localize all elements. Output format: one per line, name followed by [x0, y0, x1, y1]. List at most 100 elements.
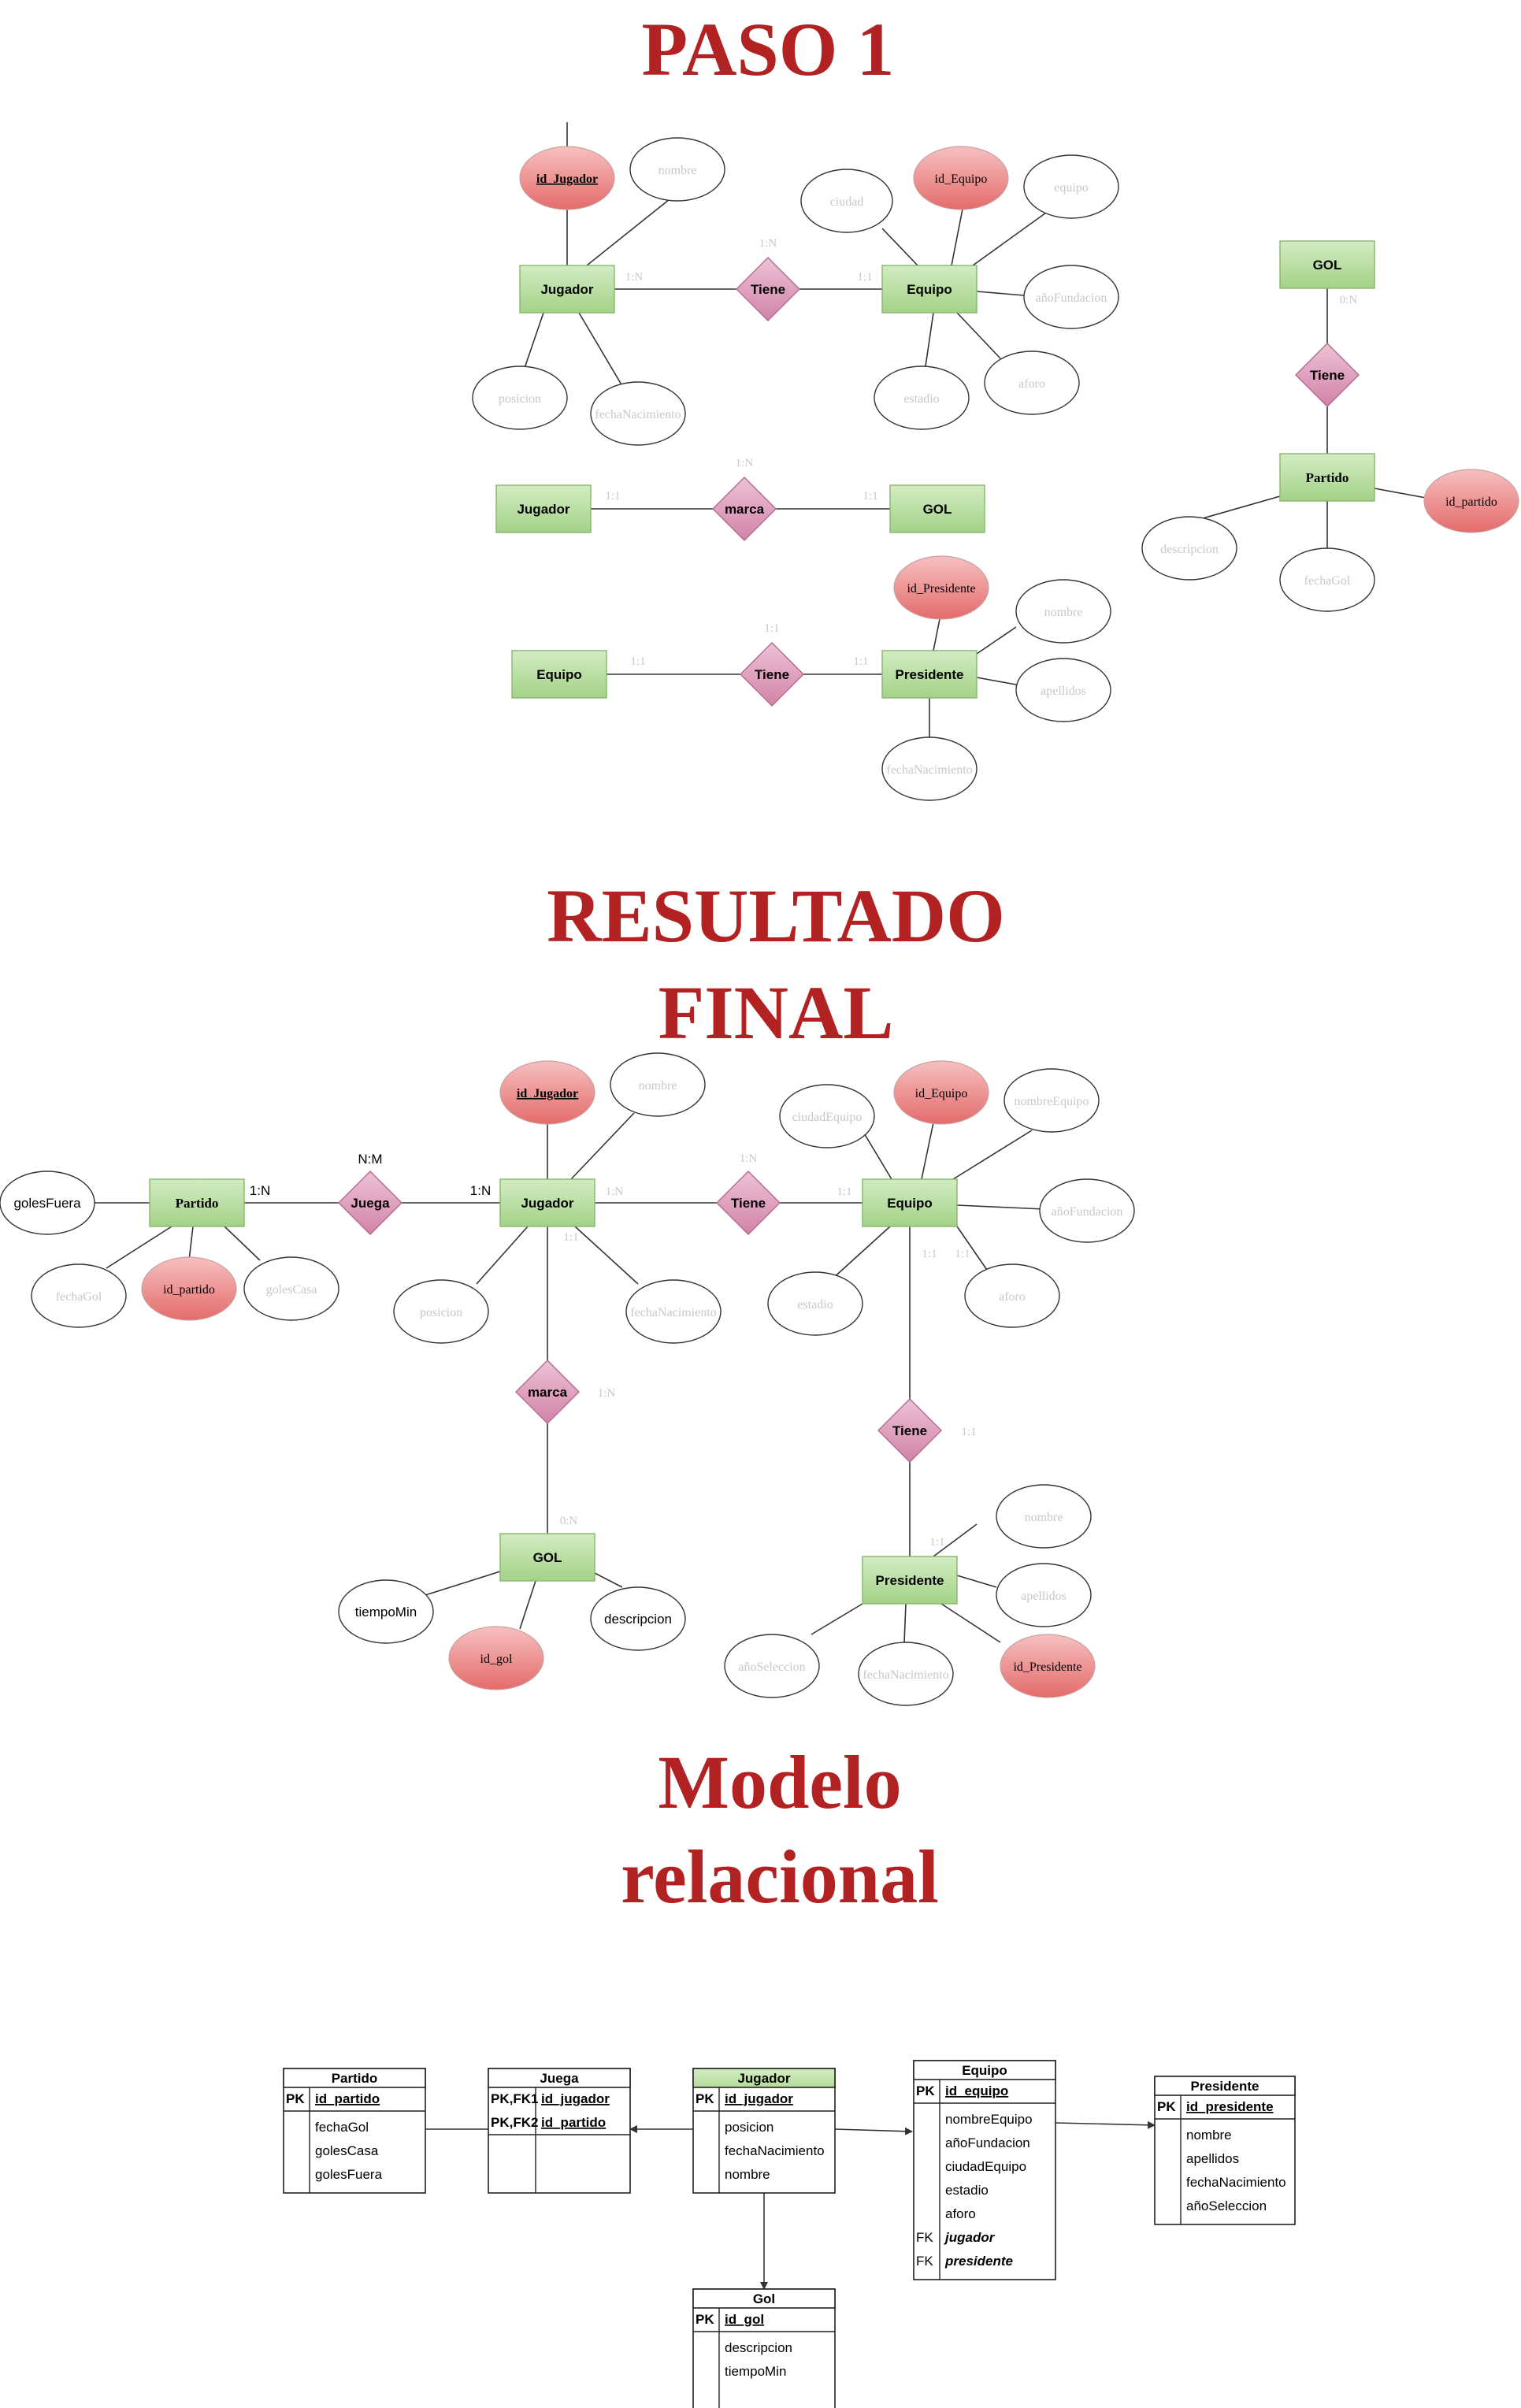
attr-nombre-pres [1015, 579, 1111, 644]
card-jugador-tiene-final: 1:N [606, 1185, 624, 1198]
attr-fecha-gol-label: fechaGol [1304, 574, 1351, 588]
attr-fecha-nac-pres-label: fechaNacimiento [886, 763, 972, 777]
card-juega-jugador: 1:N [470, 1183, 491, 1198]
card-tiene-top: 1:N [759, 237, 777, 250]
attr-posicion-final [393, 1279, 489, 1344]
card-equipo-tiene: 1:1 [630, 655, 645, 668]
table-key-label: PK [916, 2083, 935, 2098]
attr-id-equipo-label: id_Equipo [935, 173, 988, 186]
attr-tiempo-min [338, 1579, 434, 1644]
rel-tiene-final-label: Tiene [731, 1196, 766, 1211]
card-pres-top: 1:1 [929, 1536, 944, 1549]
card-partido-juega: 1:N [250, 1183, 270, 1198]
attr-id-presidente-final-label: id_Presidente [1013, 1660, 1081, 1674]
table-field: fechaNacimiento [1186, 2175, 1286, 2190]
card-tiene-equipo: 1:1 [857, 271, 872, 284]
entity-equipo-final [862, 1178, 958, 1227]
table-title: Jugador [737, 2071, 790, 2086]
table-field: id_presidente [1186, 2099, 1274, 2114]
table-field: id_partido [541, 2115, 606, 2130]
card-marca-final: 1:N [598, 1387, 616, 1400]
table-field: id_jugador [725, 2091, 793, 2106]
entity-gol-2-label: GOL [1313, 258, 1342, 273]
attr-fecha-gol-final [31, 1263, 127, 1328]
card-marca-gol: 1:1 [863, 490, 877, 503]
rel-tiene-final [716, 1171, 781, 1235]
attr-nombre-pres-final [996, 1484, 1092, 1549]
table-key-label: PK [696, 2312, 714, 2327]
rel-tiene-label: Tiene [751, 282, 785, 297]
attr-id-equipo [913, 146, 1009, 210]
attr-id-presidente-final [1000, 1634, 1096, 1698]
attr-ano-seleccion-label: añoSeleccion [738, 1660, 805, 1674]
table-title: Partido [332, 2071, 378, 2086]
paso1-equipo-presidente: Equipo 1:1 Tiene 1:1 1:1 Presidente id_P… [511, 555, 1111, 801]
attr-nombre-equipo-label: nombreEquipo [1014, 1095, 1089, 1108]
table-field: golesFuera [315, 2167, 383, 2182]
table-header [692, 2068, 836, 2088]
attr-fecha-gol-final-label: fechaGol [56, 1290, 102, 1304]
rel-marca-final-label: marca [528, 1385, 568, 1400]
table-field: añoSeleccion [1186, 2198, 1267, 2213]
attr-id-gol [448, 1626, 544, 1690]
table-frame [913, 2060, 1056, 2280]
entity-presidente-final-label: Presidente [876, 1573, 944, 1588]
entity-jugador-final [499, 1178, 595, 1227]
attr-ano-fundacion-label: añoFundacion [1036, 291, 1107, 305]
resultado-final-diagram: golesFuera Partido fechaGol id_partido g… [0, 1052, 1135, 1706]
entity-jugador-2-label: Jugador [517, 502, 569, 517]
attr-apellidos-label: apellidos [1041, 685, 1086, 698]
attr-fecha-nacimiento [590, 381, 686, 446]
card-tiene-final-top: 1:N [740, 1152, 758, 1165]
table-field: fechaGol [315, 2120, 369, 2135]
entity-presidente-label: Presidente [896, 667, 964, 682]
attr-equipo-label: equipo [1054, 181, 1089, 195]
table-field: aforo [945, 2206, 976, 2221]
attr-apellidos-final-label: apellidos [1021, 1590, 1067, 1603]
entity-gol-2 [1279, 240, 1375, 289]
table-field: id_jugador [541, 2091, 610, 2106]
attr-id-jugador [519, 146, 615, 210]
card-gol-tiene: 0:N [1340, 294, 1358, 306]
attr-fecha-nac-final [625, 1279, 722, 1344]
attr-ano-seleccion [724, 1634, 820, 1698]
table-field: añoFundacion [945, 2135, 1030, 2150]
rel-tiene-3-label: Tiene [1310, 368, 1345, 383]
table-key-label: PK [286, 2091, 305, 2106]
attr-nombre-pres-label: nombre [1044, 606, 1083, 619]
rel-tiene [736, 257, 800, 321]
attr-fecha-nac-pres-final [858, 1642, 954, 1706]
connector-jugador-equipo [834, 2127, 913, 2135]
attr-id-partido [1423, 469, 1519, 533]
table-key-label: PK,FK2 [491, 2115, 538, 2130]
attr-id-jugador-final-label: id_Jugador [517, 1087, 578, 1100]
entity-jugador-label: Jugador [540, 282, 593, 297]
attr-equipo [1023, 154, 1119, 219]
attr-estadio-final-label: estadio [797, 1298, 833, 1312]
card-jugador-tiene: 1:N [625, 271, 644, 284]
table-header [283, 2068, 426, 2088]
table-field: golesCasa [315, 2143, 379, 2158]
paso1-jugador-equipo: id_Jugador nombre posicion fechaNacimien… [472, 122, 1119, 446]
attr-id-jugador-final [499, 1060, 595, 1125]
rel-tiene-2-label: Tiene [755, 667, 789, 682]
entity-jugador [519, 265, 615, 314]
table-field: apellidos [1186, 2151, 1239, 2166]
table-title: Juega [540, 2071, 579, 2086]
attr-id-equipo-final-label: id_Equipo [915, 1087, 968, 1100]
entity-presidente-final [862, 1556, 958, 1605]
attr-id-presidente [893, 555, 989, 620]
rel-tiene-2 [740, 642, 804, 707]
title-paso-1: PASO 1 [642, 7, 895, 91]
attr-ciudad [800, 169, 893, 233]
attr-posicion-final-label: posicion [420, 1306, 462, 1319]
attr-nombre-equipo [1003, 1068, 1100, 1133]
table-key-label: FK [916, 2254, 933, 2269]
table-field: nombre [725, 2167, 770, 2182]
table-frame [488, 2068, 631, 2194]
entity-gol-label: GOL [923, 502, 952, 517]
table-header [913, 2060, 1056, 2080]
